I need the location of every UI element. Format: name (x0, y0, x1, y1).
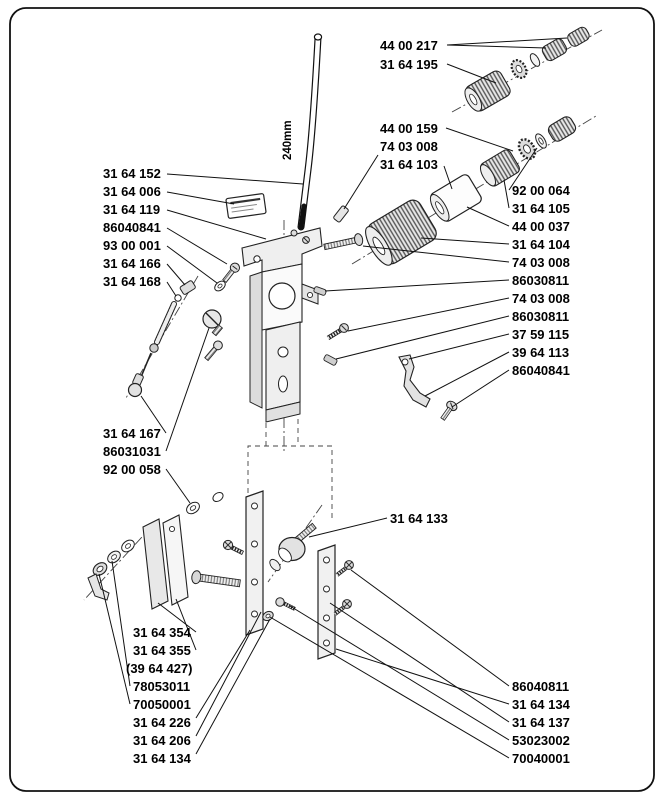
info-sticker (225, 193, 267, 219)
label-70040001: 70040001 (512, 751, 570, 766)
label-31-64-137: 31 64 137 (512, 715, 570, 730)
pin-86030811-lower (323, 354, 338, 366)
label-31-64-152: 31 64 152 (103, 166, 161, 181)
label-31-64-195: 31 64 195 (380, 57, 438, 72)
mount-screws-left (202, 262, 241, 362)
grip-assembly-top (464, 26, 590, 112)
label-31-64-134-right: 31 64 134 (512, 697, 571, 712)
label-86040841-left: 86040841 (103, 220, 161, 235)
leader-lines (98, 37, 568, 759)
label-31-64-168: 31 64 168 (103, 274, 161, 289)
gear-washer-92-00-064 (517, 138, 537, 160)
ribbed-sleeve-31-64-105 (479, 149, 520, 187)
label-44-00-159: 44 00 159 (380, 121, 438, 136)
cap-44-00-217-b (567, 26, 590, 47)
pin-74-03-008 (333, 205, 349, 223)
label-92-00-058: 92 00 058 (103, 462, 161, 477)
label-53023002: 53023002 (512, 733, 570, 748)
gear-washer-top (510, 59, 528, 79)
cap-44-00-217-a (541, 38, 568, 62)
dimension-240mm: 240mm (282, 120, 294, 160)
washer-44-00-159 (535, 133, 547, 149)
label-31-64-104: 31 64 104 (512, 237, 571, 252)
label-86040841-right: 86040841 (512, 363, 570, 378)
label-39-64-427: (39 64 427) (126, 661, 193, 676)
label-31-64-206: 31 64 206 (133, 733, 191, 748)
label-74-03-008-b: 74 03 008 (512, 255, 570, 270)
label-86030811-a: 86030811 (512, 273, 569, 288)
label-86031031: 86031031 (103, 444, 161, 459)
label-70050001: 70050001 (133, 697, 191, 712)
label-31-64-119: 31 64 119 (103, 202, 160, 217)
label-44-00-217: 44 00 217 (380, 38, 438, 53)
bolt-74-03-008-upper (323, 233, 364, 251)
label-86030811-b: 86030811 (512, 309, 569, 324)
grip-assembly-main (365, 116, 577, 266)
screw-86040841-right (440, 400, 458, 421)
label-74-03-008-a: 74 03 008 (380, 139, 438, 154)
lower-mount-assembly (87, 490, 354, 660)
label-44-00-037: 44 00 037 (512, 219, 570, 234)
gear-lever (297, 33, 323, 231)
label-86040811: 86040811 (512, 679, 569, 694)
strap-39-64-113 (398, 354, 431, 408)
cable-assembly (127, 280, 196, 398)
label-31-64-105: 31 64 105 (512, 201, 570, 216)
washer-top (529, 53, 541, 67)
label-31-64-226: 31 64 226 (133, 715, 191, 730)
ribbed-grip-31-64-195 (464, 70, 511, 112)
sleeve-44-00-037 (429, 174, 482, 222)
screw-74-03-008-lower (326, 323, 349, 340)
label-31-64-006: 31 64 006 (103, 184, 161, 199)
label-74-03-008-c: 74 03 008 (512, 291, 570, 306)
label-31-64-166: 31 64 166 (103, 256, 161, 271)
label-78053011: 78053011 (133, 679, 190, 694)
label-31-64-134-left: 31 64 134 (133, 751, 192, 766)
part-labels: 31 64 152 31 64 006 31 64 119 86040841 9… (103, 38, 571, 766)
label-92-00-064: 92 00 064 (512, 183, 571, 198)
label-39-64-113: 39 64 113 (512, 345, 569, 360)
label-31-64-103: 31 64 103 (380, 157, 438, 172)
main-bracket (241, 227, 323, 423)
clamp-31-64-133 (269, 522, 317, 572)
label-31-64-167: 31 64 167 (103, 426, 161, 441)
label-31-64-355: 31 64 355 (133, 643, 191, 658)
label-93-00-001: 93 00 001 (103, 238, 161, 253)
label-31-64-354: 31 64 354 (133, 625, 192, 640)
label-31-64-133: 31 64 133 (390, 511, 448, 526)
ghost-outline (247, 410, 333, 520)
cap-knob (547, 116, 577, 142)
label-37-59-115: 37 59 115 (512, 327, 569, 342)
pin-86030811-upper (313, 286, 327, 296)
